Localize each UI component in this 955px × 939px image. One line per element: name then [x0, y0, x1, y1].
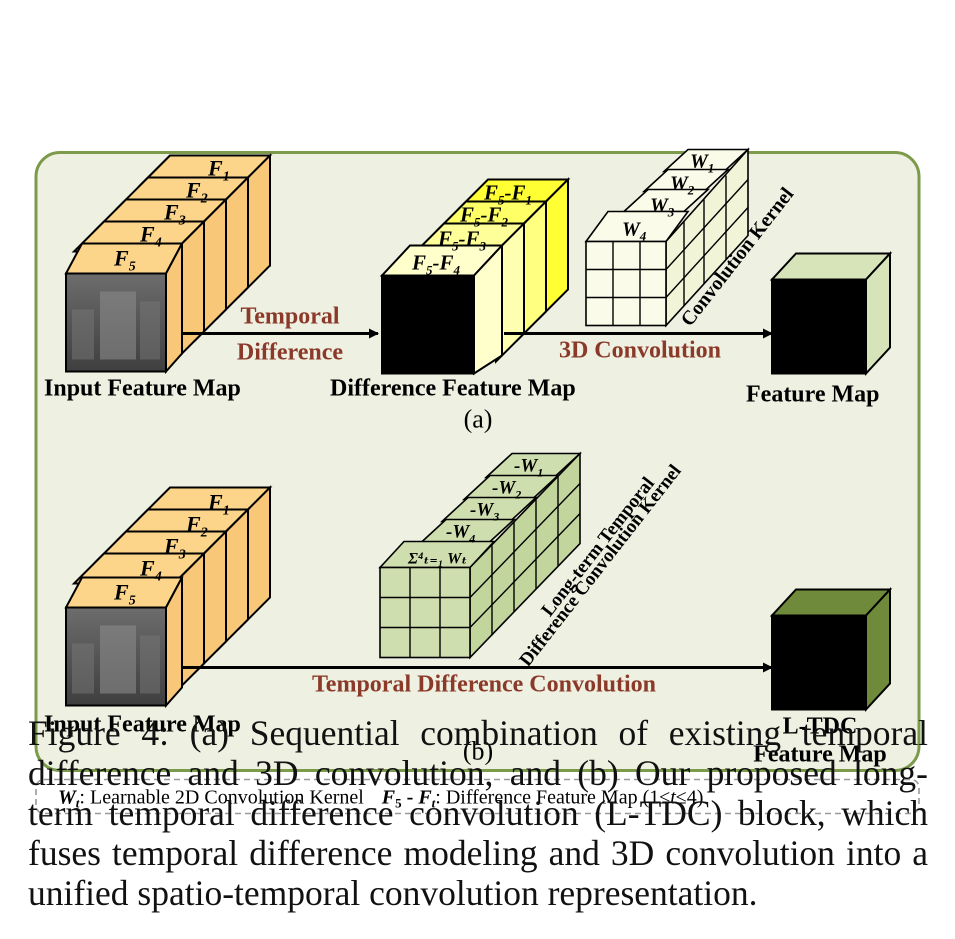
difference-feature-stack: F5-F1 F5-F2 F5-F3 F5-F4 — [379, 177, 571, 376]
diff-label-f5f3: F5-F3 — [437, 227, 487, 254]
diff-label-f5f4: F5-F4 — [411, 251, 461, 278]
arrow2-label: 3D Convolution — [559, 338, 721, 364]
difference-label: Difference Feature Map — [330, 376, 576, 402]
panel-tag-b: (b) — [463, 737, 493, 766]
panel-tag-a: (a) — [464, 405, 493, 434]
output-label-a: Feature Map — [746, 382, 880, 408]
output-label-b-line2: Feature Map — [753, 742, 887, 768]
difference-front-face — [381, 274, 475, 375]
convolution-kernel-a: W1 W2 W3 W4 — [584, 147, 751, 328]
output-feature-map-b — [769, 586, 893, 713]
panel-b: F1 F2 F3 F4 F5 Input Feature Map — [44, 451, 893, 768]
ltdc-kernel: -W1 -W2 -W3 -W4 Σ⁴ₜ₌₁ Wₜ — [378, 451, 583, 660]
panel-a: F1 F2 F3 F4 F5 Input Feature Map Tempora… — [44, 147, 893, 434]
output-feature-map-a — [769, 250, 893, 377]
panel-background — [34, 151, 921, 772]
diff-label-f5f2: F5-F2 — [459, 203, 509, 230]
diff-label-f5f1: F5-F1 — [483, 181, 532, 208]
legend-box — [35, 778, 920, 815]
figure-caption: Figure 4: (a) Sequential combination of … — [28, 713, 928, 913]
arrow1-label-line1: Temporal — [240, 304, 339, 330]
input-label-a: Input Feature Map — [44, 376, 241, 402]
arrow1-label-line2: Difference — [237, 340, 344, 366]
arrow-b-label: Temporal Difference Convolution — [312, 672, 656, 698]
output-label-b-line1: L-TDC — [783, 714, 858, 740]
kernel-weight-w3: W3 — [650, 195, 675, 220]
input-feature-stack-a: F1 F2 F3 F4 F5 — [64, 153, 273, 375]
input-label-b: Input Feature Map — [44, 712, 241, 738]
kernel-sum-label: Σ⁴ₜ₌₁ Wₜ — [407, 551, 467, 568]
input-feature-stack-b: F1 F2 F3 F4 F5 — [64, 485, 273, 709]
